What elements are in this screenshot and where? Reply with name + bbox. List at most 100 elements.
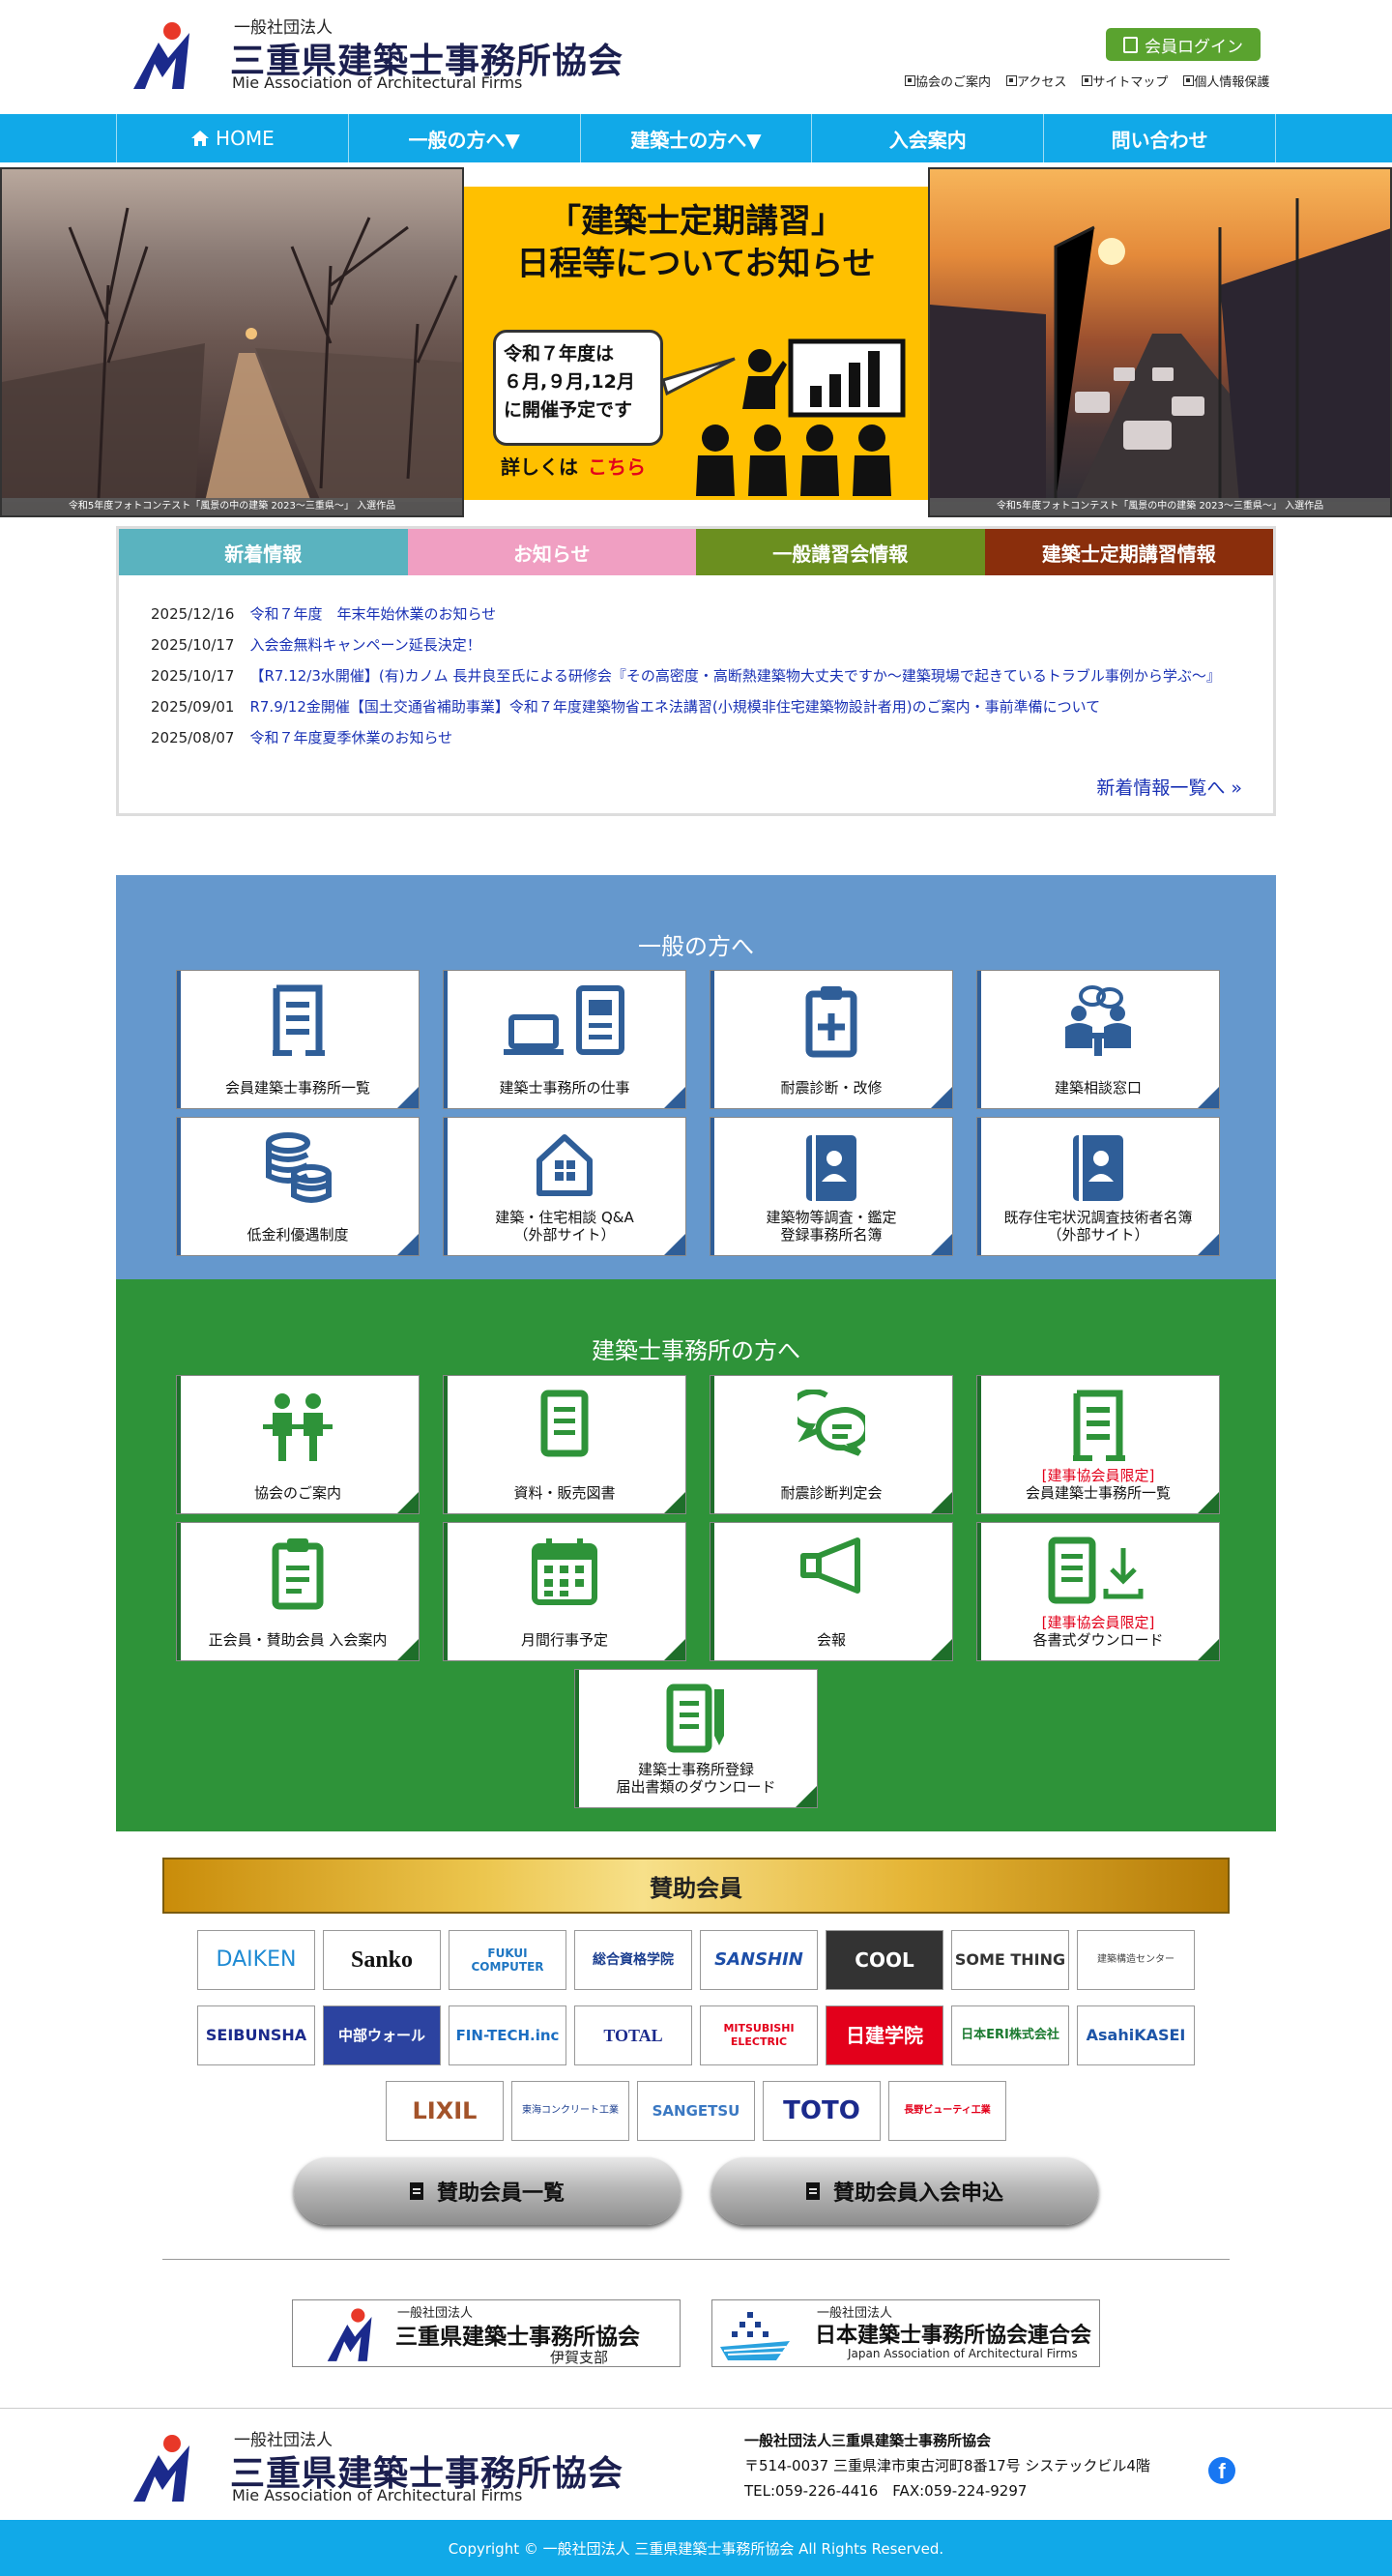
card-materials-books[interactable]: 資料・販売図書 [443, 1375, 686, 1514]
tab-new-info[interactable]: 新着情報 [119, 529, 408, 575]
sponsor-logo[interactable]: Sanko [323, 1930, 441, 1990]
sponsor-logos-row-2: SEIBUNSHA 中部ウォール FIN-TECH.inc TOTAL MITS… [0, 2005, 1392, 2065]
hero-right-caption: 令和5年度フォトコンテスト「風景の中の建築 2023～三重県～」 入選作品 [930, 498, 1390, 515]
sponsor-logo[interactable]: SOME THING [951, 1930, 1069, 1990]
sponsor-logo[interactable]: TOTAL [574, 2005, 692, 2065]
lecture-banner[interactable]: 「建築士定期講習」 日程等についてお知らせ 令和７年度は ６月,９月,12月 に… [464, 187, 928, 500]
sponsor-logo[interactable]: SANGETSU [637, 2081, 755, 2141]
sponsor-logo[interactable]: TOTO [763, 2081, 881, 2141]
news-item: 2025/10/17【R7.12/3水開催】(有)カノム 長井良至氏による研修会… [151, 667, 1221, 685]
link-access[interactable]: アクセス [1006, 72, 1066, 90]
card-bulletin[interactable]: 会報 [710, 1522, 953, 1661]
card-registration-forms[interactable]: 建築士事務所登録届出書類のダウンロード [574, 1669, 818, 1808]
sponsor-logo[interactable]: 日建学院 [826, 2005, 943, 2065]
sponsor-logo[interactable]: FIN-TECH.inc [449, 2005, 566, 2065]
hero-photo-left[interactable]: 令和5年度フォトコンテスト「風景の中の建築 2023～三重県～」 入選作品 [0, 167, 464, 517]
sponsor-logos-row-3: LIXIL 東海コンクリート工業 SANGETSU TOTO 長野ビューティ工業 [0, 2081, 1392, 2141]
sponsor-logo[interactable]: MITSUBISHI ELECTRIC [700, 2005, 818, 2065]
org-type: 一般社団法人 [234, 18, 333, 38]
card-seismic-review[interactable]: 耐震診断判定会 [710, 1375, 953, 1514]
card-association-info[interactable]: 協会のご案内 [176, 1375, 420, 1514]
logo-mark-icon [133, 2435, 189, 2502]
sponsor-logo[interactable]: 長野ビューティ工業 [888, 2081, 1006, 2141]
contact-book-icon [806, 1135, 856, 1201]
card-monthly-events[interactable]: 月間行事予定 [443, 1522, 686, 1661]
site-logo[interactable]: 一般社団法人 三重県建築士事務所協会 Mie Association of Ar… [130, 12, 632, 97]
card-consultation[interactable]: 建築相談窓口 [976, 970, 1220, 1109]
card-housing-inspectors[interactable]: 既存住宅状況調査技術者名簿（外部サイト） [976, 1117, 1220, 1256]
sponsor-logo[interactable]: SEIBUNSHA [197, 2005, 315, 2065]
sponsor-logo[interactable]: COOL [826, 1930, 943, 1990]
lock-icon [1123, 36, 1138, 53]
utility-links: 協会のご案内 アクセス サイトマップ 個人情報保護 [905, 72, 1269, 90]
tab-general-lecture[interactable]: 一般講習会情報 [696, 529, 985, 575]
lecture-audience-icon [696, 338, 906, 496]
hero-photo-right[interactable]: 令和5年度フォトコンテスト「風景の中の建築 2023～三重県～」 入選作品 [928, 167, 1392, 517]
sponsor-logo[interactable]: 東海コンクリート工業 [511, 2081, 629, 2141]
site-footer: 一般社団法人 三重県建築士事務所協会 Mie Association of Ar… [0, 2408, 1392, 2520]
site-header: 一般社団法人 三重県建築士事務所協会 Mie Association of Ar… [0, 0, 1392, 114]
contact-book-icon [1073, 1135, 1123, 1201]
link-sitemap[interactable]: サイトマップ [1082, 72, 1168, 90]
link-about[interactable]: 協会のご案内 [905, 72, 991, 90]
home-icon [191, 131, 210, 146]
sunset-street-photo [930, 198, 1390, 502]
nav-home[interactable]: HOME [117, 114, 349, 162]
card-forms-download[interactable]: [建事協会員限定]各書式ダウンロード [976, 1522, 1220, 1661]
card-member-firms[interactable]: 会員建築士事務所一覧 [176, 970, 420, 1109]
tab-periodic-lecture[interactable]: 建築士定期講習情報 [984, 529, 1273, 575]
sponsor-logo[interactable]: 中部ウォール [323, 2005, 441, 2065]
card-membership-guide[interactable]: 正会員・賛助会員 入会案内 [176, 1522, 420, 1661]
card-members-only-firms[interactable]: [建事協会員限定]会員建築士事務所一覧 [976, 1375, 1220, 1514]
megaphone-icon [800, 1537, 860, 1594]
hero-slider: 令和5年度フォトコンテスト「風景の中の建築 2023～三重県～」 入選作品 「建… [0, 167, 1392, 517]
facebook-icon[interactable]: f [1208, 2457, 1235, 2484]
news-link[interactable]: 令和７年度夏季休業のお知らせ [249, 729, 453, 746]
divider [162, 2259, 1230, 2260]
sponsor-logo[interactable]: 総合資格学院 [574, 1930, 692, 1990]
sponsor-logo[interactable]: DAIKEN [197, 1930, 315, 1990]
footer-logo[interactable]: 一般社団法人 三重県建築士事務所協会 Mie Association of Ar… [130, 2424, 632, 2509]
sponsor-apply-button[interactable]: 賛助会員入会申込 [711, 2157, 1098, 2225]
link-privacy[interactable]: 個人情報保護 [1183, 72, 1269, 90]
sponsor-logo[interactable]: 建築構造センター [1077, 1930, 1195, 1990]
calendar-icon [532, 1538, 597, 1605]
news-more-link[interactable]: 新着情報一覧へ » [1096, 777, 1242, 799]
banner-more-link[interactable]: こちら [588, 455, 646, 479]
document-pen-icon [666, 1683, 724, 1753]
sponsor-logo[interactable]: LIXIL [386, 2081, 504, 2141]
sponsor-logo[interactable]: FUKUI COMPUTER [449, 1930, 566, 1990]
card-survey-registry[interactable]: 建築物等調査・鑑定登録事務所名簿 [710, 1117, 953, 1256]
sponsor-list-button[interactable]: 賛助会員一覧 [294, 2157, 681, 2225]
sponsor-logo[interactable]: 日本ERI株式会社 [951, 2005, 1069, 2065]
coins-icon [266, 1132, 332, 1203]
news-link[interactable]: 入会金無料キャンペーン延長決定！ [249, 636, 481, 654]
architects-title: 建築士事務所の方へ [592, 1337, 800, 1364]
card-seismic[interactable]: 耐震診断・改修 [710, 970, 953, 1109]
sponsor-logo[interactable]: SANSHIN [700, 1930, 818, 1990]
jaaf-banner[interactable]: 一般社団法人 日本建築士事務所協会連合会 Japan Association o… [711, 2299, 1100, 2367]
nav-contact[interactable]: 問い合わせ [1044, 114, 1276, 162]
document-icon [409, 2182, 423, 2200]
hero-left-caption: 令和5年度フォトコンテスト「風景の中の建築 2023～三重県～」 入選作品 [2, 498, 462, 515]
tab-notice[interactable]: お知らせ [407, 529, 696, 575]
member-login-button[interactable]: 会員ログイン [1106, 28, 1261, 61]
chat-bubbles-icon [798, 1390, 865, 1456]
house-icon [536, 1134, 593, 1196]
nav-membership[interactable]: 入会案内 [812, 114, 1045, 162]
news-link[interactable]: 【R7.12/3水開催】(有)カノム 長井良至氏による研修会『その高密度・高断熱… [249, 667, 1221, 685]
card-low-interest[interactable]: 低金利優遇制度 [176, 1117, 420, 1256]
document-download-icon [1048, 1537, 1144, 1604]
card-firm-work[interactable]: 建築士事務所の仕事 [443, 970, 686, 1109]
nav-general[interactable]: 一般の方へ▼ [349, 114, 581, 162]
sponsor-logo[interactable]: AsahiKASEI [1077, 2005, 1195, 2065]
news-link[interactable]: R7.9/12金開催【国土交通省補助事業】令和７年度建築物省エネ法講習(小規模非… [249, 698, 1101, 716]
news-link[interactable]: 令和７年度 年末年始休業のお知らせ [249, 605, 497, 623]
news-tabs: 新着情報 お知らせ 一般講習会情報 建築士定期講習情報 [119, 529, 1273, 575]
people-icon [263, 1393, 333, 1461]
nav-architects[interactable]: 建築士の方へ▼ [581, 114, 813, 162]
iga-branch-banner[interactable]: 一般社団法人 三重県建築士事務所協会 伊賀支部 [292, 2299, 681, 2367]
card-housing-qa[interactable]: 建築・住宅相談 Q&A（外部サイト） [443, 1117, 686, 1256]
